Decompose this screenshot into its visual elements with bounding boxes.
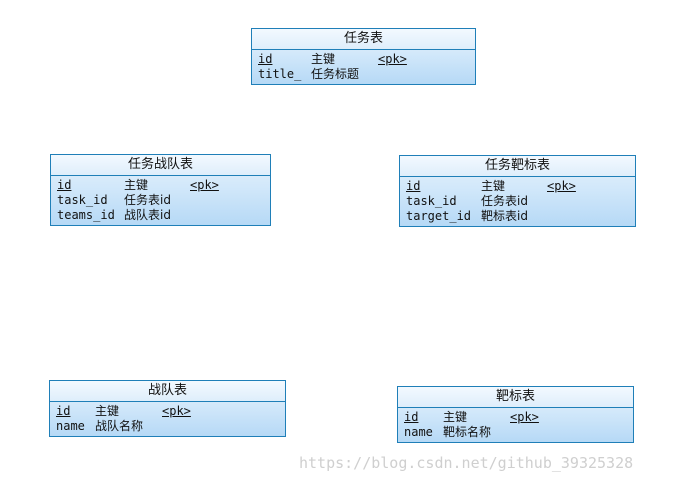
column-comment: 战队表id [124,208,171,222]
entity-columns: id 主键 <pk> task_id 任务表id teams_id 战队表id [51,176,270,223]
column-name: teams_id [57,208,115,222]
column-comment: 靶标表id [481,209,528,223]
column-comment: 战队名称 [95,419,144,433]
column-comment: 任务表id [124,193,171,207]
column-name: target_id [406,209,472,223]
entity-columns: id 主键 <pk> name 战队名称 [50,402,285,434]
watermark-text: https://blog.csdn.net/github_39325328 [299,454,634,472]
column-row: target_id 靶标表id [406,209,635,224]
entity-title: 任务表 [252,29,475,50]
column-comment: 靶标名称 [443,425,492,439]
column-comment: 主键 [124,178,149,192]
column-row: id 主键 <pk> [404,410,633,425]
column-row: id 主键 <pk> [56,404,285,419]
primary-key-marker: <pk> [190,178,219,192]
column-comment: 任务标题 [311,67,360,81]
column-name: id [406,179,421,193]
entity-columns: id 主键 <pk> task_id 任务表id target_id 靶标表id [400,177,635,224]
primary-key-marker: <pk> [510,410,539,424]
column-row: title_ 任务标题 [258,67,475,82]
column-comment: 主键 [311,52,336,66]
column-name: name [56,419,85,433]
column-comment: 主键 [481,179,506,193]
column-name: id [56,404,71,418]
column-row: id 主键 <pk> [57,178,270,193]
entity-title: 任务靶标表 [400,156,635,177]
column-name: name [404,425,433,439]
column-row: name 靶标名称 [404,425,633,440]
entity-task-target: 任务靶标表 id 主键 <pk> task_id 任务表id target_id… [399,155,636,227]
column-row: teams_id 战队表id [57,208,270,223]
column-comment: 主键 [443,410,468,424]
primary-key-marker: <pk> [547,179,576,193]
column-row: id 主键 <pk> [406,179,635,194]
entity-title: 任务战队表 [51,155,270,176]
column-comment: 主键 [95,404,120,418]
primary-key-marker: <pk> [378,52,407,66]
column-row: task_id 任务表id [57,193,270,208]
entity-task: 任务表 id 主键 <pk> title_ 任务标题 [251,28,476,85]
entity-task-team: 任务战队表 id 主键 <pk> task_id 任务表id teams_id … [50,154,271,226]
column-row: task_id 任务表id [406,194,635,209]
column-name: id [57,178,72,192]
entity-title: 靶标表 [398,387,633,408]
column-name: task_id [57,193,108,207]
column-row: name 战队名称 [56,419,285,434]
entity-team: 战队表 id 主键 <pk> name 战队名称 [49,380,286,437]
column-name: id [258,52,273,66]
column-row: id 主键 <pk> [258,52,475,67]
entity-target: 靶标表 id 主键 <pk> name 靶标名称 [397,386,634,443]
column-name: task_id [406,194,457,208]
column-name: title_ [258,67,302,81]
primary-key-marker: <pk> [162,404,191,418]
entity-columns: id 主键 <pk> name 靶标名称 [398,408,633,440]
entity-columns: id 主键 <pk> title_ 任务标题 [252,50,475,82]
column-comment: 任务表id [481,194,528,208]
column-name: id [404,410,419,424]
entity-title: 战队表 [50,381,285,402]
